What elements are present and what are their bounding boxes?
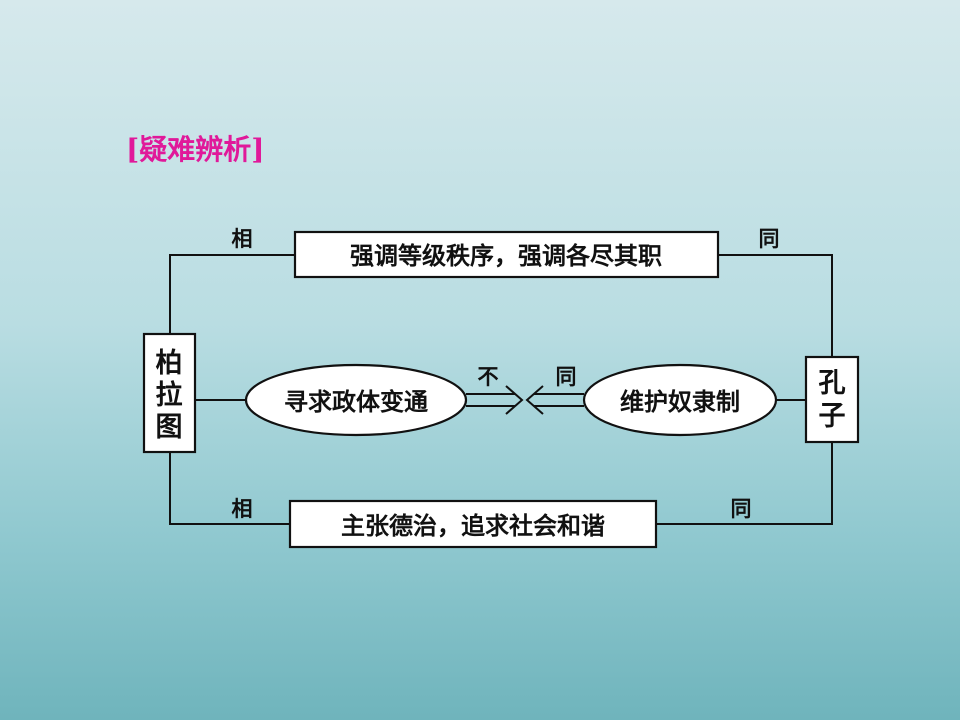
right-difference-ellipse: 维护奴隶制 <box>582 363 778 437</box>
top-right-connector <box>718 254 833 357</box>
top-left-connector <box>169 254 295 334</box>
confucius-node: 孔 子 <box>804 355 860 444</box>
connectors <box>169 254 833 525</box>
right-double-arrow <box>466 385 524 415</box>
confucius-char-2: 子 <box>819 401 846 432</box>
left-ellipse-text: 寻求政体变通 <box>284 387 428 416</box>
plato-char-3: 图 <box>156 412 183 443</box>
left-difference-ellipse: 寻求政体变通 <box>244 363 468 437</box>
contrast-arrows <box>466 385 584 415</box>
plato-char-2: 拉 <box>156 379 183 411</box>
top-box-text: 强调等级秩序，强调各尽其职 <box>350 241 662 270</box>
top-similarity-box: 强调等级秩序，强调各尽其职 <box>293 230 720 279</box>
bottom-similarity-box: 主张德治，追求社会和谐 <box>288 499 658 549</box>
label-top-right: 同 <box>759 226 780 251</box>
label-middle-right: 同 <box>556 364 577 389</box>
confucius-char-1: 孔 <box>819 368 846 399</box>
page-title: [疑难辨析] <box>126 133 265 166</box>
plato-char-1: 柏 <box>156 348 183 379</box>
right-ellipse-text: 维护奴隶制 <box>620 387 740 416</box>
bottom-right-connector <box>656 442 833 525</box>
label-top-left: 相 <box>232 226 253 251</box>
bottom-left-connector <box>169 452 290 525</box>
plato-node: 柏 拉 图 <box>142 332 197 454</box>
label-bottom-right: 同 <box>731 496 752 521</box>
bottom-box-text: 主张德治，追求社会和谐 <box>341 511 605 540</box>
label-middle-left: 不 <box>478 364 499 389</box>
left-double-arrow <box>525 385 584 415</box>
label-bottom-left: 相 <box>232 496 253 521</box>
